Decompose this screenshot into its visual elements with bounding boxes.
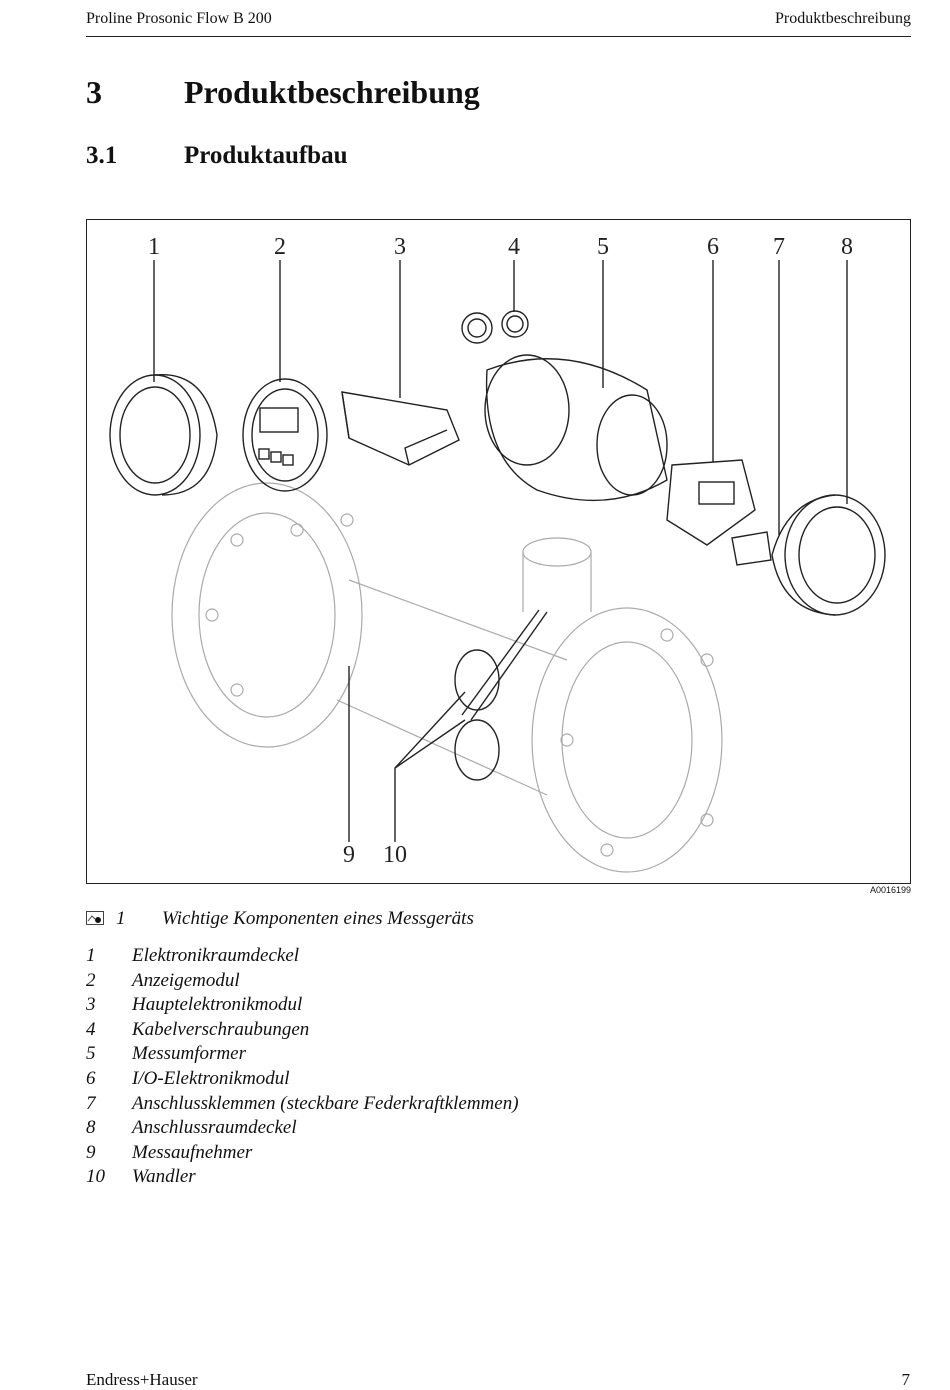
callout-4: 4: [508, 234, 520, 260]
legend-text: Anzeigemodul: [132, 969, 240, 991]
exploded-view-figure: 1 2 3 4 5 6 7 8 9 10: [86, 219, 911, 884]
callout-8: 8: [841, 234, 853, 260]
caption-text: Wichtige Komponenten eines Messgeräts: [162, 908, 474, 929]
legend-number: 6: [86, 1067, 96, 1089]
footer-brand: Endress+Hauser: [86, 1370, 198, 1389]
section-number: 3: [86, 74, 102, 110]
legend-number: 7: [86, 1092, 96, 1114]
legend-item: 7 Anschlussklemmen (steckbare Federkraftk…: [86, 1093, 786, 1118]
legend-number: 2: [86, 969, 96, 991]
legend-item: 2 Anzeigemodul: [86, 970, 786, 995]
callout-6: 6: [707, 234, 719, 260]
legend-item: 10 Wandler: [86, 1166, 786, 1191]
legend-item: 1 Elektronikraumdeckel: [86, 945, 786, 970]
legend-number: 4: [86, 1018, 96, 1040]
legend-text: Wandler: [132, 1166, 196, 1188]
device-drawing: 1 2 3 4 5 6 7 8 9 10: [109, 234, 886, 873]
legend-number: 10: [86, 1166, 105, 1188]
caption-number: 1: [116, 908, 126, 929]
legend-item: 4 Kabelverschraubungen: [86, 1019, 786, 1044]
legend-item: 9 Messaufnehmer: [86, 1142, 786, 1167]
callout-9: 9: [343, 842, 355, 868]
callout-3: 3: [394, 234, 406, 260]
callout-1: 1: [148, 234, 160, 260]
subsection-number: 3.1: [86, 142, 118, 169]
legend-item: 6 I/O-Elektronikmodul: [86, 1068, 786, 1093]
legend-text: Kabelverschraubungen: [132, 1018, 310, 1040]
callout-10: 10: [383, 842, 407, 868]
page-header: Proline Prosonic Flow B 200 Produktbesch…: [86, 8, 911, 37]
callout-5: 5: [597, 234, 609, 260]
legend-number: 3: [86, 994, 96, 1016]
legend-number: 9: [86, 1141, 96, 1163]
legend-number: 8: [86, 1117, 96, 1139]
legend-text: I/O-Elektronikmodul: [132, 1067, 290, 1089]
legend-text: Messumformer: [132, 1043, 246, 1065]
subsection-title: Produktaufbau: [184, 142, 348, 169]
figure-id: A0016199: [869, 885, 911, 895]
legend-text: Messaufnehmer: [132, 1141, 253, 1163]
header-section-name: Produktbeschreibung: [775, 10, 911, 27]
legend-text: Anschlussraumdeckel: [132, 1117, 297, 1139]
page-number: 7: [901, 1370, 911, 1389]
figure-icon: [86, 911, 104, 925]
sensor-body: [171, 482, 723, 873]
legend-text: Hauptelektronikmodul: [132, 994, 303, 1016]
legend-number: 1: [86, 945, 96, 966]
legend-item: 3 Hauptelektronikmodul: [86, 994, 786, 1019]
header-product-name: Proline Prosonic Flow B 200: [86, 10, 272, 27]
legend-item: 5 Messumformer: [86, 1043, 786, 1068]
legend-text: Elektronikraumdeckel: [132, 945, 300, 966]
section-title: Produktbeschreibung: [184, 74, 480, 110]
legend-number: 5: [86, 1043, 96, 1065]
legend-text: Anschlussklemmen (steckbare Federkraftkl…: [132, 1092, 519, 1114]
legend-list: 1 Elektronikraumdeckel 2 Anzeigemodul 3 Hau…: [86, 945, 786, 1191]
legend-item: 8 Anschlussraumdeckel: [86, 1117, 786, 1142]
callout-7: 7: [773, 234, 785, 260]
callout-2: 2: [274, 234, 286, 260]
